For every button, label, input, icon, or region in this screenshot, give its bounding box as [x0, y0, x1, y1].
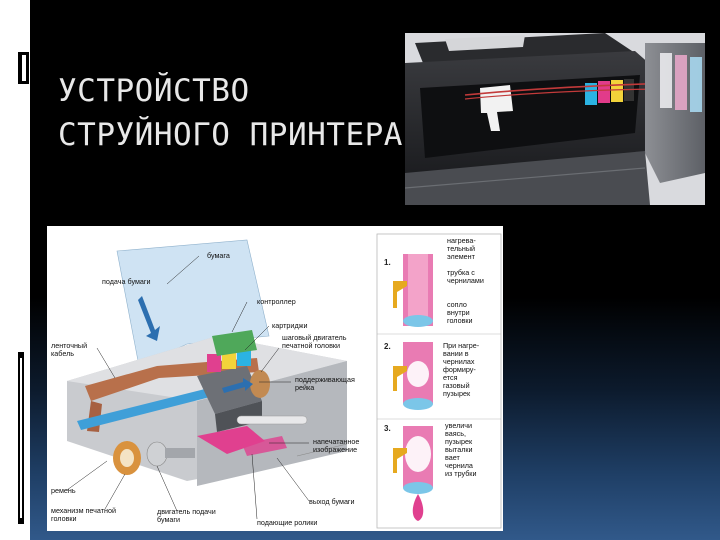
printer-diagram: бумага подача бумаги контроллер картридж… [47, 226, 503, 531]
label-paper: бумага [207, 252, 230, 260]
step-1-number: 1. [384, 258, 391, 267]
printer-photo-illustration [405, 33, 705, 205]
printer-diagram-illustration [47, 226, 503, 531]
label-step-motor-2: печатной головки [282, 342, 340, 350]
label-paper-out: выход бумаги [309, 498, 355, 506]
label-head-mech-2: головки [51, 515, 77, 523]
label-controller: контроллер [257, 298, 296, 306]
accent-mark-top-inner [22, 55, 26, 81]
step-2-number: 2. [384, 342, 391, 351]
label-printed-image-2: изображение [313, 446, 357, 454]
label-cartridges: картриджи [272, 322, 307, 330]
accent-mark-bottom-inner [20, 358, 22, 518]
step-1-line-8: головки [447, 317, 473, 325]
slide-title-line2: СТРУЙНОГО ПРИНТЕРА [58, 117, 403, 153]
slide-title-line1: УСТРОЙСТВО [58, 73, 250, 109]
step-1-line-5: чернилами [447, 277, 484, 285]
label-feed-rollers: подающие ролики [257, 519, 317, 527]
label-ribbon-cable-2: кабель [51, 350, 74, 358]
printer-photo [405, 33, 705, 205]
step-3-line-7: из трубки [445, 470, 476, 478]
label-belt: ремень [51, 487, 76, 495]
label-paper-feed: подача бумаги [102, 278, 151, 286]
step-1-line-3: элемент [447, 253, 475, 261]
label-support-rail-2: рейка [295, 384, 314, 392]
step-3-number: 3. [384, 424, 391, 433]
label-feed-motor-2: бумаги [157, 516, 180, 524]
step-2-line-7: пузырек [443, 390, 470, 398]
